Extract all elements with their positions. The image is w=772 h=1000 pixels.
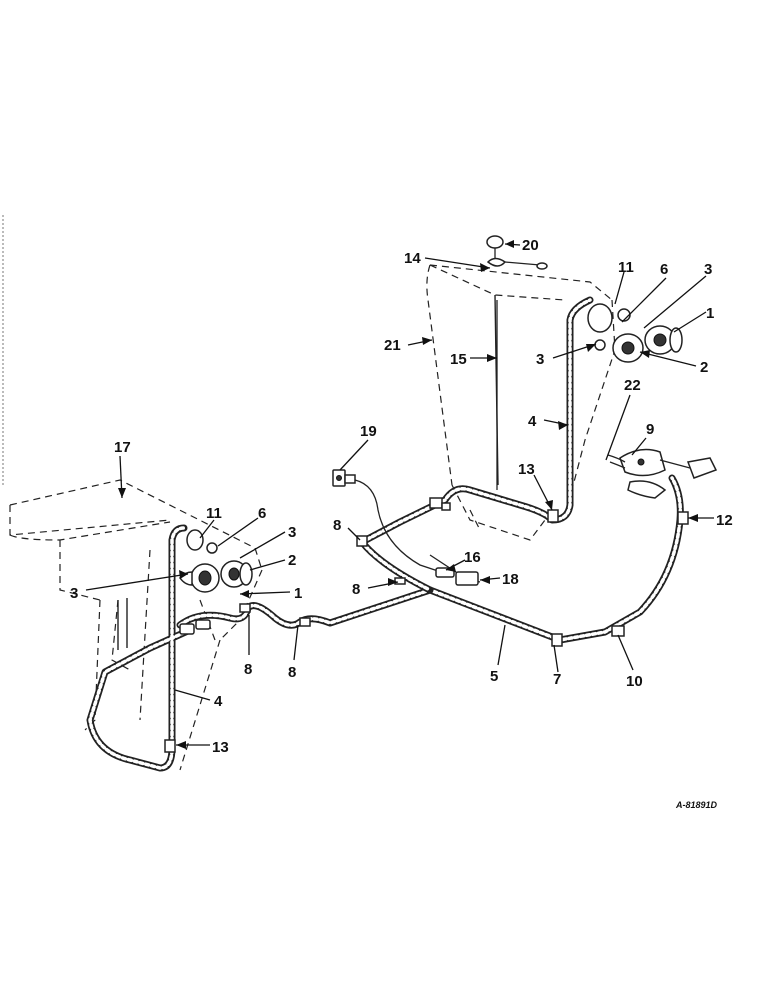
wire-switch-19 — [354, 479, 451, 576]
callout-22: 22 — [624, 377, 641, 394]
callout-6-left: 6 — [258, 505, 266, 522]
callout-11-right: 11 — [618, 259, 634, 276]
right-fender — [426, 264, 616, 541]
callout-18: 18 — [502, 571, 519, 588]
callout-10: 10 — [626, 673, 643, 690]
right-lamp-assembly — [587, 303, 683, 363]
callout-1-left: 1 — [294, 585, 302, 602]
callout-14: 14 — [404, 250, 421, 267]
callout-8-mid-a: 8 — [333, 517, 341, 534]
connector-upper — [429, 497, 451, 511]
callout-2-right: 2 — [700, 359, 708, 376]
callout-3-right-lower: 3 — [536, 351, 544, 368]
connector-left-bullet — [179, 619, 211, 635]
callout-4-right: 4 — [528, 413, 537, 430]
callouts: 17 11 6 3 2 3 1 8 8 4 13 19 8 8 16 18 5 … — [70, 237, 733, 810]
callout-8-left-a: 8 — [244, 661, 252, 678]
callout-7: 7 — [553, 671, 561, 688]
callout-1-right: 1 — [706, 305, 714, 322]
callout-12: 12 — [716, 512, 733, 529]
callout-4-left: 4 — [214, 693, 223, 710]
callout-3-right-upper: 3 — [704, 261, 712, 278]
callout-6-right: 6 — [660, 261, 668, 278]
harness-main — [176, 474, 684, 644]
callout-8-mid-b: 8 — [352, 581, 360, 598]
harness-left-loop — [86, 524, 194, 772]
flood-light-20 — [486, 235, 548, 270]
callout-19: 19 — [360, 423, 377, 440]
callout-5: 5 — [490, 668, 498, 685]
callout-2-left: 2 — [288, 552, 296, 569]
callout-3-left-lower: 3 — [70, 585, 78, 602]
callout-16: 16 — [464, 549, 481, 566]
callout-21: 21 — [384, 337, 401, 354]
callout-13-left: 13 — [212, 739, 229, 756]
switch-19 — [332, 469, 356, 487]
callout-11-left: 11 — [206, 505, 222, 522]
left-fender — [9, 479, 263, 771]
main-connector-9 — [607, 448, 718, 499]
callout-8-left-b: 8 — [288, 664, 296, 681]
callout-17: 17 — [114, 439, 131, 456]
arrowheads — [118, 240, 698, 749]
callout-15: 15 — [450, 351, 467, 368]
fuse-holder — [435, 567, 479, 586]
drawing-code: A-81891D — [675, 800, 718, 810]
left-lamp-assembly — [179, 529, 253, 593]
callout-3-left-upper: 3 — [288, 524, 296, 541]
callout-9: 9 — [646, 421, 654, 438]
callout-13-right: 13 — [518, 461, 535, 478]
callout-20: 20 — [522, 237, 539, 254]
clips — [164, 509, 689, 753]
